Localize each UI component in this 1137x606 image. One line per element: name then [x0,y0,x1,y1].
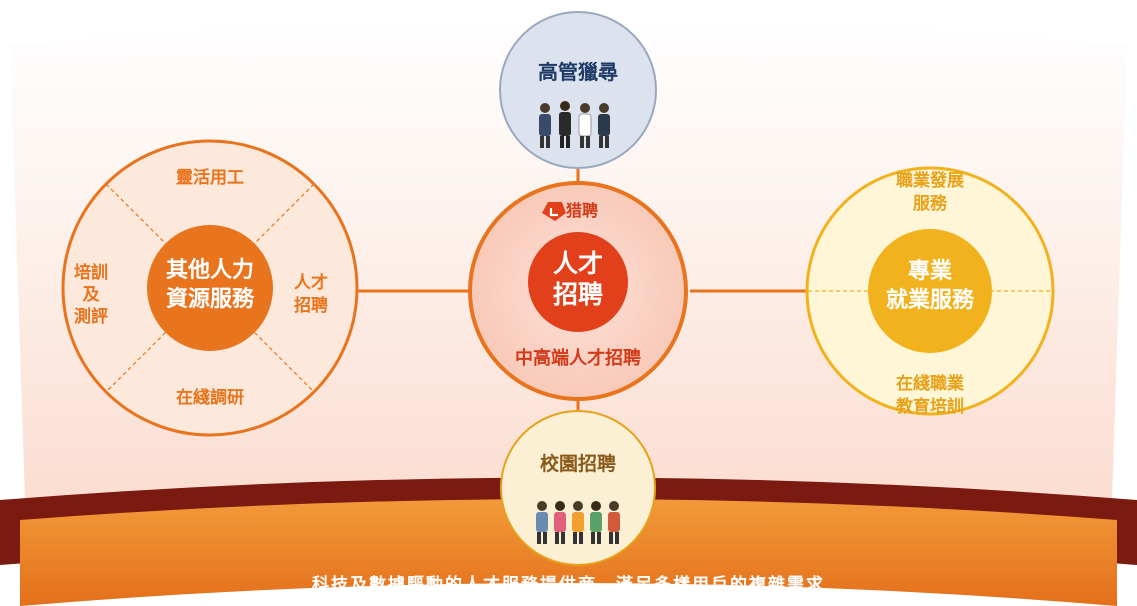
right-center-label: 專業 就業服務 [860,258,1000,315]
right-top-line1: 職業發展 [896,171,964,191]
students-icon [536,501,620,544]
right-top-line2: 服務 [913,193,947,214]
right-inner-circle [868,229,992,353]
logo-text: 猎聘 [566,201,599,220]
center-title: 人才 招聘 [538,248,618,311]
left-left-line2: 及 [82,285,100,306]
bottom-node-label: 校園招聘 [539,453,616,475]
left-left-label: 培訓 及 測評 [66,262,116,328]
left-center-line2: 資源服務 [165,286,254,312]
right-center-line2: 就業服務 [885,287,974,313]
bottom-node-circle [500,410,656,566]
left-left-line1: 培訓 [74,263,108,283]
right-bottom-label: 在綫職業 教育培訓 [870,373,990,419]
right-top-label: 職業發展 服務 [870,170,990,216]
right-bottom-line1: 在綫職業 [896,374,964,394]
left-right-label: 人才 招聘 [286,272,336,318]
center-title-line1: 人才 [552,249,603,278]
left-right-line2: 招聘 [294,295,328,316]
right-bottom-line2: 教育培訓 [896,396,964,417]
top-node-circle [499,11,657,169]
top-node-label: 高管獵尋 [538,60,618,84]
logo-icon [542,202,566,221]
left-bottom-label: 在綫調研 [176,388,244,408]
center-inner-circle [528,232,628,332]
banner-text: 科技及數據驅動的人才服務提供商，滿足多樣用戶的複雜需求 [312,575,825,595]
center-title-line2: 招聘 [552,280,603,310]
center-subtitle: 中高端人才招聘 [515,348,641,369]
left-center-label: 其他人力 資源服務 [140,257,280,314]
left-top-label: 靈活用工 [176,168,244,188]
people-icon [539,101,610,148]
left-inner-circle [147,225,273,351]
left-center-line1: 其他人力 [165,258,254,283]
left-right-line1: 人才 [294,273,328,293]
right-center-line1: 專業 [907,259,952,284]
left-left-line3: 測評 [74,307,108,328]
